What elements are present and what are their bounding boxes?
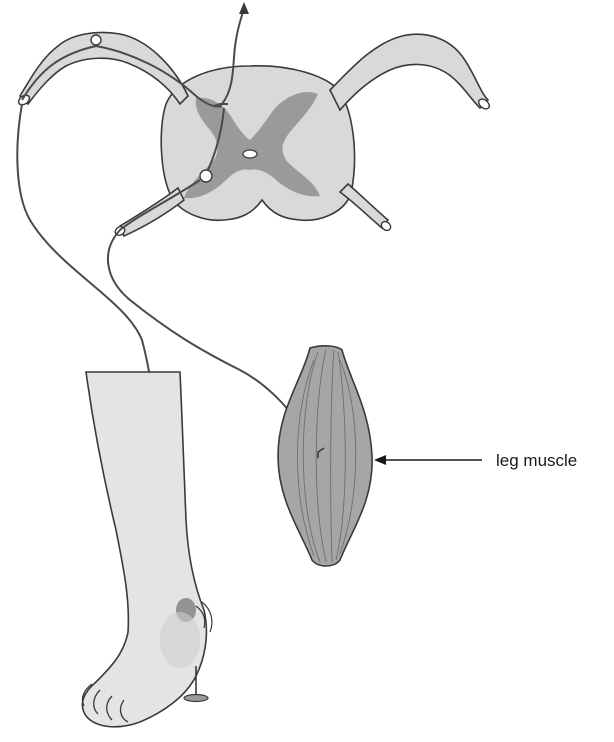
ventral-root-right	[340, 184, 388, 228]
central-canal	[243, 150, 257, 158]
up-arrowhead-icon	[239, 2, 249, 14]
leg-muscle-label: leg muscle	[496, 451, 577, 470]
leg-muscle	[278, 346, 372, 566]
ganglion-cell-body	[91, 35, 101, 45]
leg-outline	[82, 372, 206, 727]
left-arrowhead-icon	[374, 455, 386, 465]
leg-muscle-callout: leg muscle	[374, 451, 577, 470]
muscle-body	[278, 346, 372, 566]
ankle-shading	[160, 612, 200, 668]
spinal-cord-section	[17, 33, 491, 237]
tack-head-icon	[184, 695, 208, 702]
dorsal-root-right	[330, 34, 488, 110]
leg	[82, 372, 212, 727]
dorsal-root-left	[20, 33, 188, 105]
motor-neuron-cell-body	[200, 170, 212, 182]
